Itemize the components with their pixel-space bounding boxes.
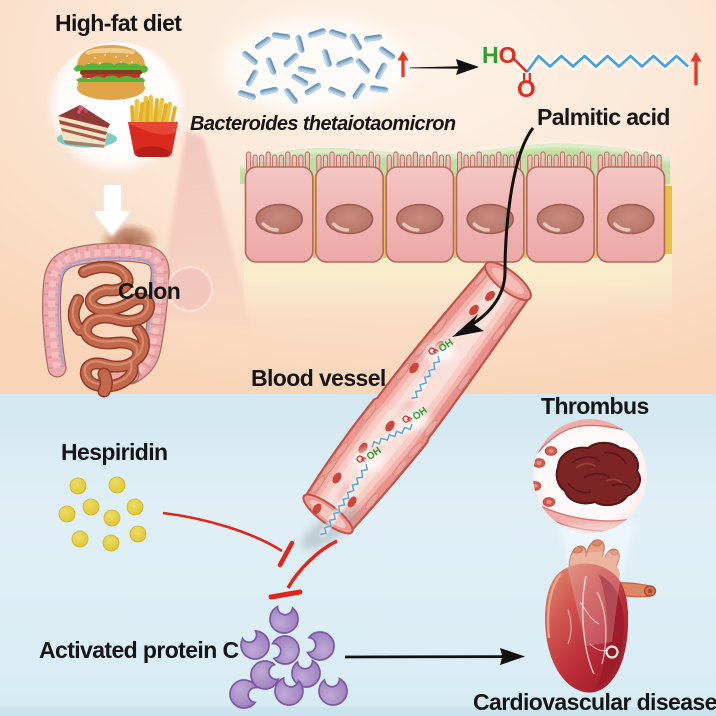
- svg-text:O: O: [517, 76, 536, 103]
- svg-text:Activated protein C: Activated protein C: [39, 637, 238, 663]
- svg-text:Palmitic acid: Palmitic acid: [537, 104, 670, 130]
- svg-text:HO: HO: [482, 42, 517, 68]
- svg-text:Cardiovascular disease: Cardiovascular disease: [473, 689, 716, 715]
- svg-text:Colon: Colon: [118, 278, 180, 304]
- svg-text:Hespiridin: Hespiridin: [61, 439, 167, 465]
- svg-text:High-fat diet: High-fat diet: [55, 10, 182, 36]
- svg-text:Bacteroides thetaiotaomicron: Bacteroides thetaiotaomicron: [190, 113, 456, 135]
- svg-text:Blood vessel: Blood vessel: [251, 365, 386, 391]
- svg-text:Thrombus: Thrombus: [541, 393, 649, 419]
